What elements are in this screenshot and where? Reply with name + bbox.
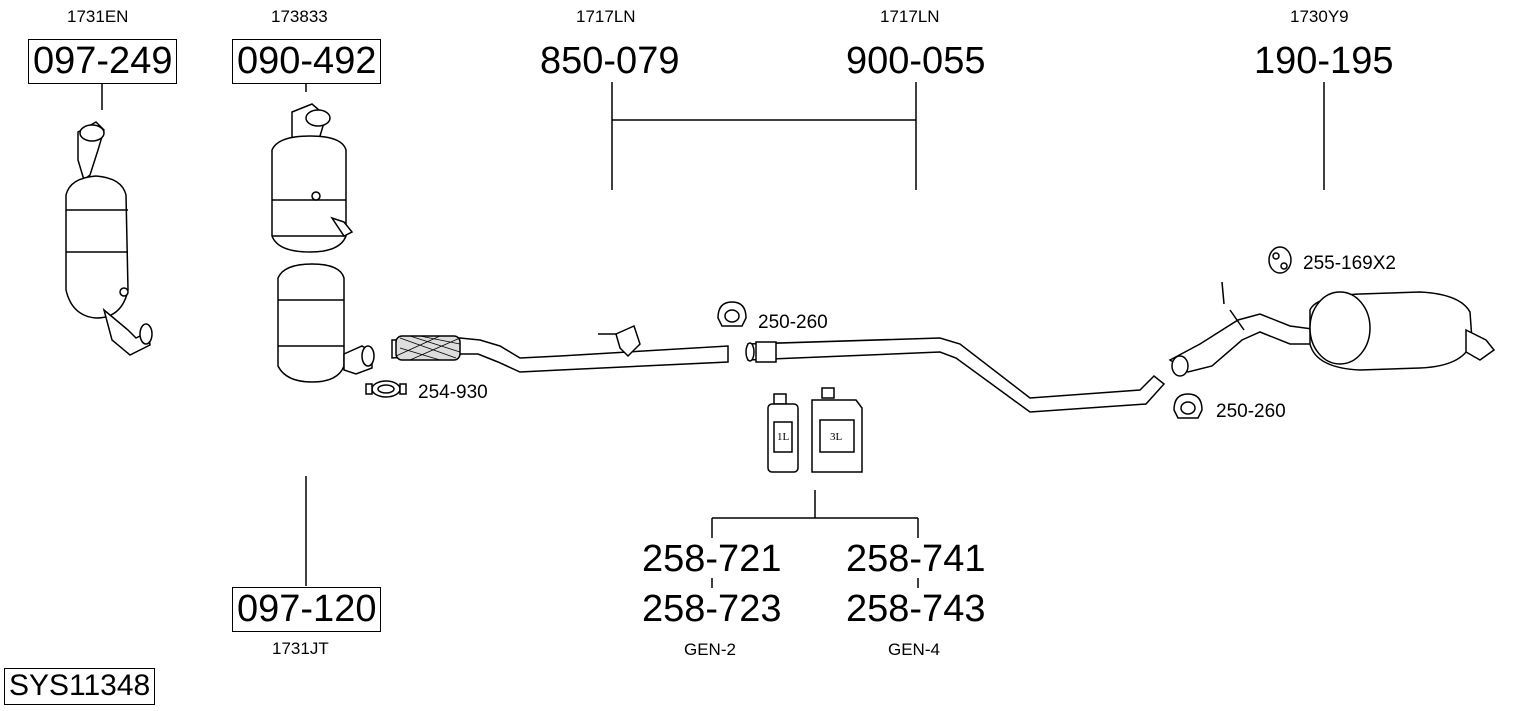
part-number-900-055[interactable]: 900-055 xyxy=(846,40,986,82)
rubber-hanger-icon xyxy=(1268,246,1292,274)
catalytic-converter-left-icon xyxy=(65,121,153,356)
paste-number-258-721[interactable]: 258-721 xyxy=(642,538,782,580)
part-number-090-492[interactable]: 090-492 xyxy=(232,39,382,84)
paste-number-258-741[interactable]: 258-741 xyxy=(846,538,986,580)
paste-gen4-label: GEN-4 xyxy=(888,640,940,659)
system-id: SYS11348 xyxy=(4,668,156,705)
paste-can-3l-icon xyxy=(811,387,863,473)
hanger-label-255-169x2[interactable]: 255-169X2 xyxy=(1303,253,1396,274)
clamp-label-254-930[interactable]: 254-930 xyxy=(418,382,488,403)
clamp-254-930-icon xyxy=(365,380,407,398)
particulate-filter-icon xyxy=(271,103,375,383)
part-ref-5: 1730Y9 xyxy=(1290,7,1349,26)
clamp-label-250-260-right[interactable]: 250-260 xyxy=(1216,401,1286,422)
can-small-label: 1L xyxy=(777,431,790,443)
part-ref-4: 1717LN xyxy=(880,7,940,26)
front-pipe-icon xyxy=(391,324,729,373)
part-ref-6: 1731JT xyxy=(272,639,329,658)
part-ref-3: 1717LN xyxy=(576,7,636,26)
rear-silencer-icon xyxy=(1168,281,1496,377)
part-number-190-195[interactable]: 190-195 xyxy=(1254,40,1394,82)
part-number-850-079[interactable]: 850-079 xyxy=(540,40,680,82)
paste-can-1l-icon xyxy=(767,393,799,473)
paste-gen2-label: GEN-2 xyxy=(684,640,736,659)
part-number-097-120[interactable]: 097-120 xyxy=(232,587,382,632)
can-large-label: 3L xyxy=(830,431,843,443)
part-number-097-249[interactable]: 097-249 xyxy=(28,39,178,84)
part-ref-2: 173833 xyxy=(271,7,328,26)
clamp-250-260-right-icon xyxy=(1173,393,1203,419)
clamp-250-260-mid-icon xyxy=(717,301,747,327)
paste-number-258-723[interactable]: 258-723 xyxy=(642,588,782,630)
paste-number-258-743[interactable]: 258-743 xyxy=(846,588,986,630)
middle-pipe-icon xyxy=(745,337,1166,413)
part-ref-1: 1731EN xyxy=(67,7,129,26)
clamp-label-250-260-mid[interactable]: 250-260 xyxy=(758,312,828,333)
